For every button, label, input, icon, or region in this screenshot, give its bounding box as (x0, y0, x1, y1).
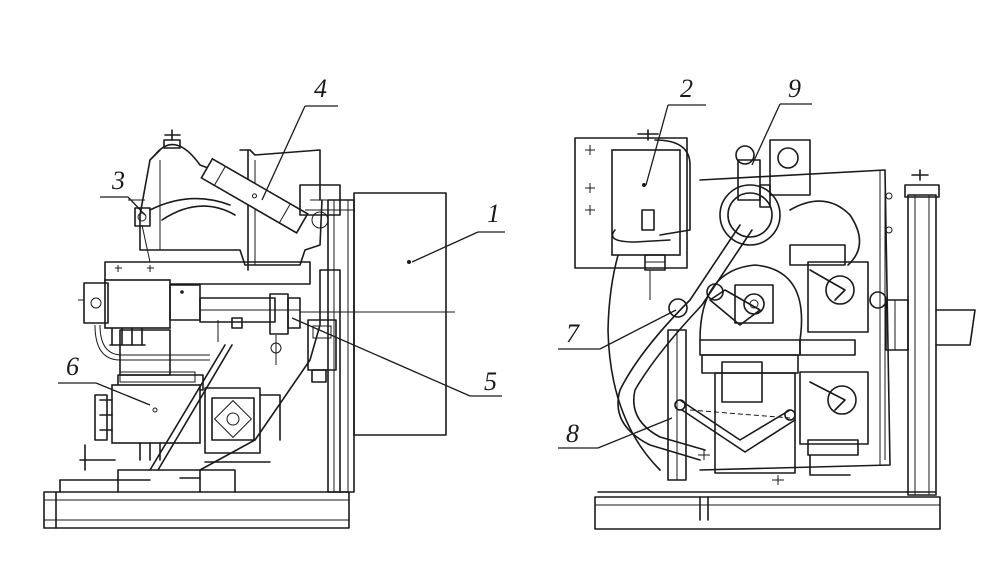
callout-9: 9 (751, 74, 812, 166)
right-curved-pipe (617, 224, 753, 461)
callout-7: 7 (558, 309, 677, 350)
right-base-frame (594, 491, 941, 530)
right-view (574, 129, 976, 530)
callout-1-number: 1 (487, 199, 500, 228)
left-middle-block (78, 261, 311, 376)
left-stand (199, 199, 355, 493)
callout-8-number: 8 (566, 419, 579, 448)
callout-2-number: 2 (680, 74, 693, 103)
right-gearbox (699, 264, 856, 474)
left-lower-housing (79, 371, 236, 493)
callout-5: 5 (291, 317, 502, 397)
left-motor-box (204, 387, 281, 463)
callout-5-number: 5 (484, 367, 497, 396)
callout-6: 6 (58, 352, 151, 406)
right-linkage (667, 329, 796, 485)
callout-3-number: 3 (111, 166, 125, 195)
left-casing (300, 192, 455, 436)
callout-3: 3 (100, 166, 146, 216)
right-upper-motor (789, 244, 887, 333)
callout-1: 1 (411, 199, 505, 263)
callout-7-number: 7 (566, 319, 580, 348)
right-tank (574, 129, 691, 300)
left-diagonal-rod (149, 344, 233, 471)
callout-2: 2 (645, 74, 706, 186)
left-base-frame (43, 479, 350, 529)
callout-8: 8 (558, 417, 673, 449)
right-column (885, 169, 976, 496)
right-lower-motor (799, 371, 869, 476)
callout-4: 4 (261, 74, 338, 201)
callout-6-number: 6 (66, 352, 79, 381)
left-upper-housing (139, 129, 355, 271)
callouts: 1 3 4 5 6 2 9 (58, 74, 812, 449)
right-upper-bracket (719, 139, 861, 266)
callout-9-number: 9 (788, 74, 801, 103)
left-view (43, 129, 455, 529)
callout-4-number: 4 (314, 74, 327, 103)
